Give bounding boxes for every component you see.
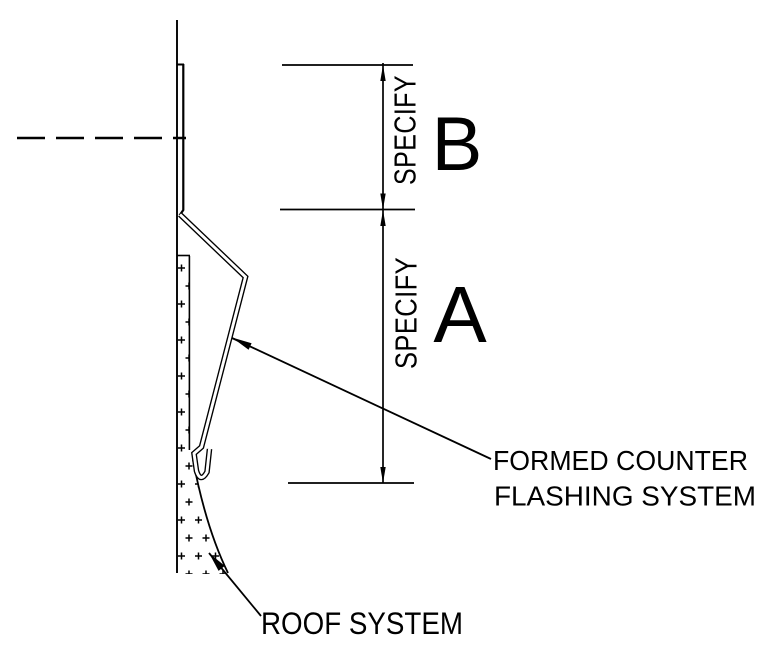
dim-arrow-down-middle [380,193,386,210]
receiver-line [178,64,185,217]
counterflashing-leader-line [231,337,492,460]
roof-system-label: ROOF SYSTEM [261,605,463,641]
dim-a-letter: A [433,270,487,359]
roof-leader-arrow [209,553,225,571]
counterflashing-label-line1: FORMED COUNTER [493,445,748,476]
counterflashing-leader-arrow [232,337,252,350]
dim-arrow-up-top [380,65,386,81]
specify-a-label: SPECIFY [389,257,424,369]
dim-b-letter: B [432,102,483,187]
dim-arrow-up-middle [380,210,386,226]
dim-arrow-down-bottom [380,467,386,483]
specify-b-label: SPECIFY [388,75,423,185]
counterflashing-profile [178,212,249,481]
counterflashing-label-line2: FLASHING SYSTEM [494,481,756,512]
roof-hatch-area [178,256,228,574]
